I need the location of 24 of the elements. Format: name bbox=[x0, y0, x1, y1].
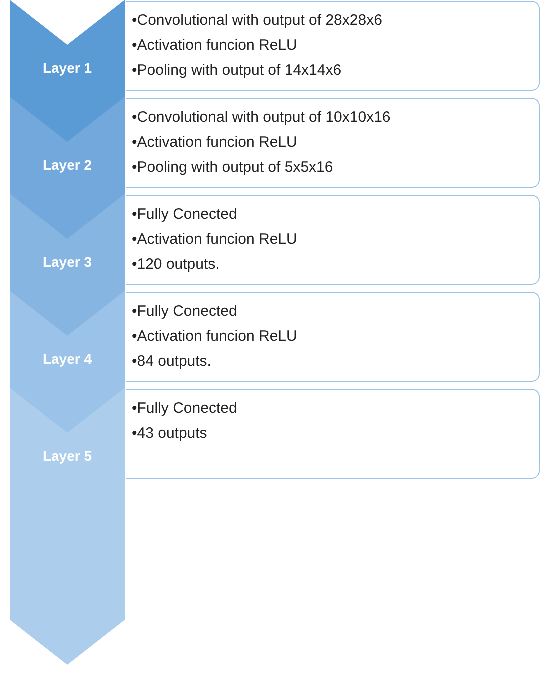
bullet-item: •Activation funcion ReLU bbox=[132, 36, 298, 56]
bullet-item: •43 outputs bbox=[132, 424, 208, 444]
layer-label: Layer 1 bbox=[42, 60, 94, 76]
bullet-list-box bbox=[126, 292, 540, 382]
bullet-item: •Fully Conected bbox=[132, 399, 238, 419]
layer-label: Layer 2 bbox=[42, 157, 94, 173]
bullet-item: •Convolutional with output of 28x28x6 bbox=[132, 11, 384, 31]
bullet-item: •84 outputs. bbox=[132, 352, 212, 372]
bullet-item: •Convolutional with output of 10x10x16 bbox=[132, 108, 392, 128]
bullet-list-box bbox=[126, 195, 540, 285]
bullet-item: •Fully Conected bbox=[132, 302, 238, 322]
bullet-item: •Activation funcion ReLU bbox=[132, 230, 298, 250]
layer-label: Layer 3 bbox=[42, 254, 94, 270]
bullet-list-box bbox=[126, 98, 540, 188]
layer-label: Layer 4 bbox=[42, 351, 94, 367]
bullet-item: •Activation funcion ReLU bbox=[132, 327, 298, 347]
bullet-item: •Activation funcion ReLU bbox=[132, 133, 298, 153]
bullet-list-box bbox=[126, 1, 540, 91]
bullet-item: •Fully Conected bbox=[132, 205, 238, 225]
bullet-item: •Pooling with output of 14x14x6 bbox=[132, 61, 343, 81]
bullet-item: •120 outputs. bbox=[132, 255, 221, 275]
bullet-list-box bbox=[126, 389, 540, 479]
bullet-item: •Pooling with output of 5x5x16 bbox=[132, 158, 334, 178]
layer-label: Layer 5 bbox=[42, 448, 94, 464]
